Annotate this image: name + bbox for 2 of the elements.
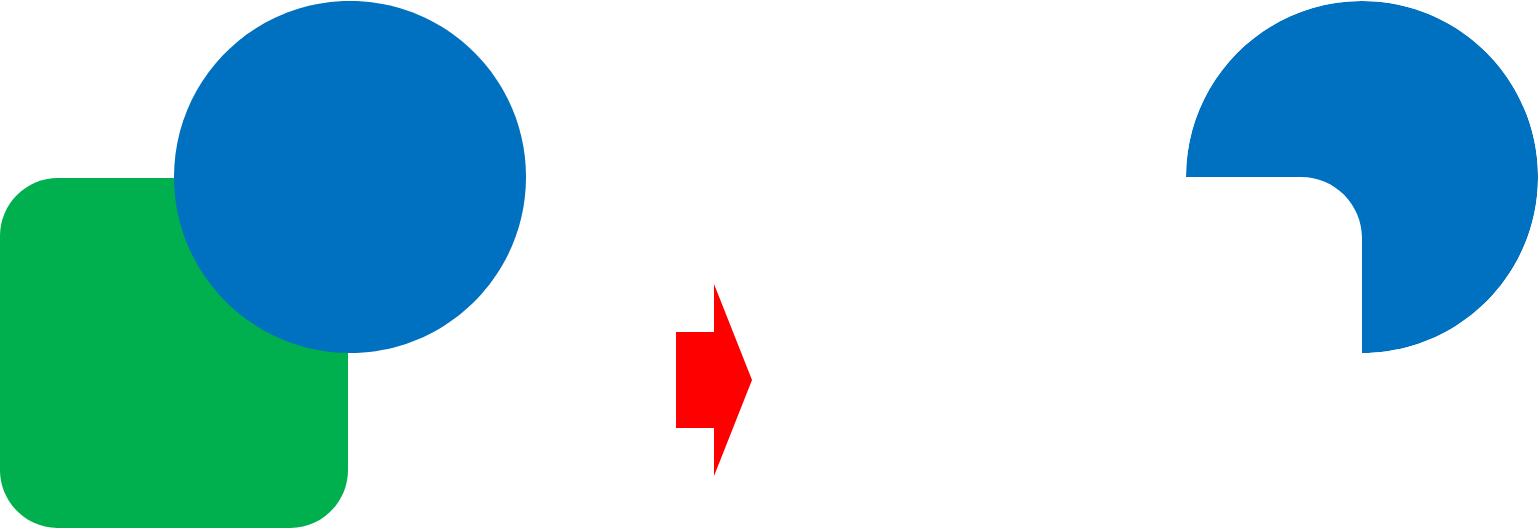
circle-shape (174, 1, 526, 353)
cut-circle-shape (1186, 1, 1538, 353)
